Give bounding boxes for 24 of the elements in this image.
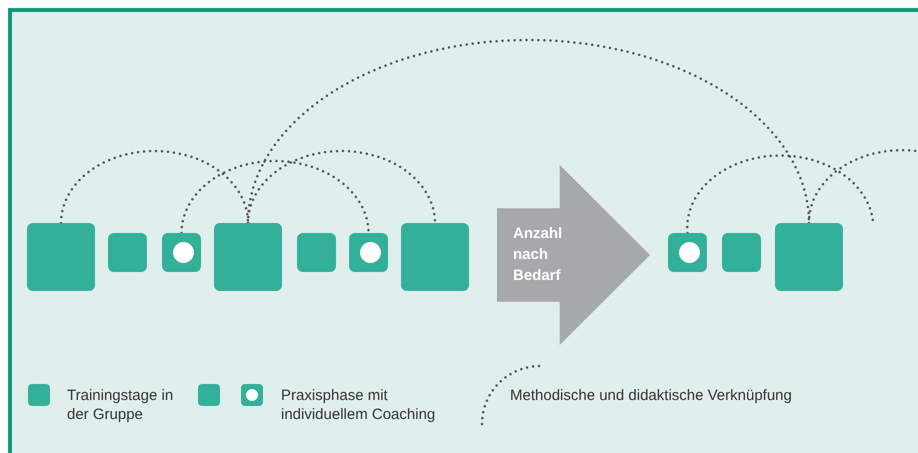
phase-square — [297, 233, 336, 272]
legend-text: Praxisphase mit individuellem Coaching — [281, 386, 436, 424]
coaching-dot — [360, 242, 381, 263]
phase-square — [27, 223, 95, 291]
legend-text: Trainingstage in der Gruppe — [67, 386, 174, 424]
phase-square — [722, 233, 761, 272]
dotted-link-arc — [246, 150, 436, 224]
coaching-dot — [173, 242, 194, 263]
dotted-link-arc — [686, 154, 874, 234]
phase-square — [401, 223, 469, 291]
phase-square — [349, 233, 388, 272]
dotted-link-arc — [246, 39, 810, 224]
phase-square — [214, 223, 282, 291]
phase-square — [668, 233, 707, 272]
phase-square — [108, 233, 147, 272]
dotted-link-arc — [60, 150, 250, 224]
phase-square — [162, 233, 201, 272]
arrow-label: Anzahl nach Bedarf — [513, 224, 564, 286]
legend-text: Methodische und didaktische Verknüpfung — [510, 386, 793, 405]
arrow-shape — [497, 165, 650, 345]
phase-square — [775, 223, 843, 291]
dotted-link-arc — [180, 160, 370, 234]
dotted-link-arc — [808, 148, 918, 224]
coaching-dot — [679, 242, 700, 263]
